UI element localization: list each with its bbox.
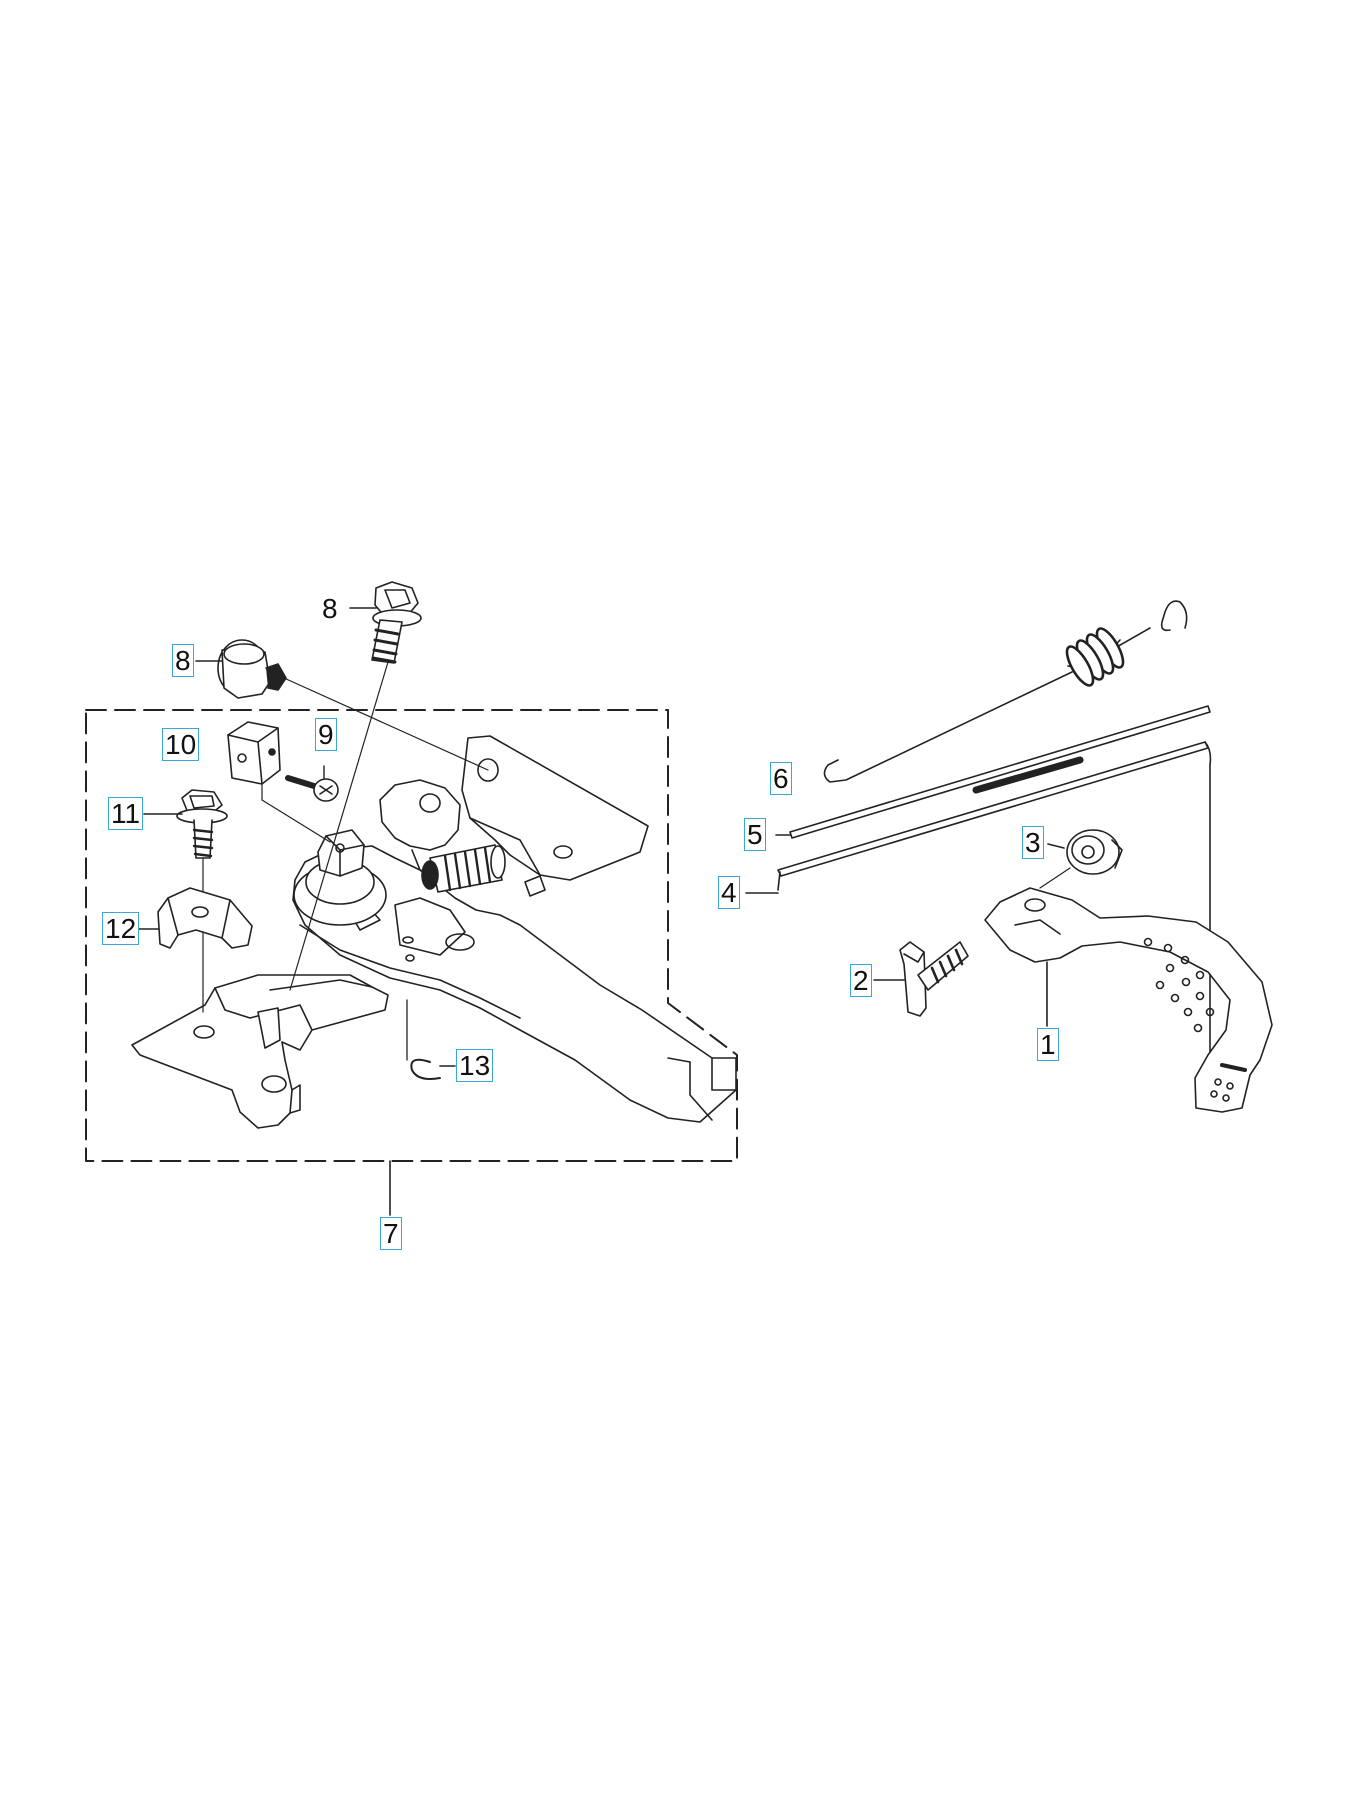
rod-4 bbox=[745, 741, 1212, 1061]
callout-3: 3 bbox=[1022, 826, 1044, 859]
base-plate bbox=[131, 974, 389, 1129]
spring-6 bbox=[823, 600, 1188, 783]
callout-8-cap-screw: 8 bbox=[172, 644, 194, 677]
screw-9 bbox=[285, 765, 339, 802]
nut-block-10 bbox=[227, 721, 331, 843]
callout-9: 9 bbox=[315, 718, 337, 751]
callout-5: 5 bbox=[744, 818, 766, 851]
clamp-12 bbox=[157, 887, 253, 949]
callout-8-bolt: 8 bbox=[322, 593, 338, 624]
callout-12: 12 bbox=[102, 912, 140, 945]
threaded-stud bbox=[421, 844, 506, 893]
callout-13: 13 bbox=[456, 1049, 494, 1082]
assembly-7-boundary bbox=[85, 709, 738, 1162]
rod-5 bbox=[775, 705, 1211, 839]
callout-4: 4 bbox=[718, 876, 740, 909]
callout-7: 7 bbox=[380, 1217, 402, 1250]
callout-11: 11 bbox=[108, 797, 144, 830]
pivot-nut bbox=[293, 829, 387, 926]
bolt-8-cap bbox=[217, 639, 489, 771]
lever-1 bbox=[984, 887, 1273, 1113]
bolt-8-long bbox=[289, 581, 422, 991]
nut-3 bbox=[1039, 829, 1123, 889]
callout-6: 6 bbox=[770, 762, 792, 795]
callout-1: 1 bbox=[1037, 1028, 1059, 1061]
choke-bracket bbox=[461, 735, 649, 897]
callout-2: 2 bbox=[850, 964, 872, 997]
callout-10: 10 bbox=[162, 728, 200, 761]
e-clip-13 bbox=[406, 999, 441, 1080]
bolt-11 bbox=[176, 789, 228, 1013]
pin-2 bbox=[873, 941, 969, 1017]
